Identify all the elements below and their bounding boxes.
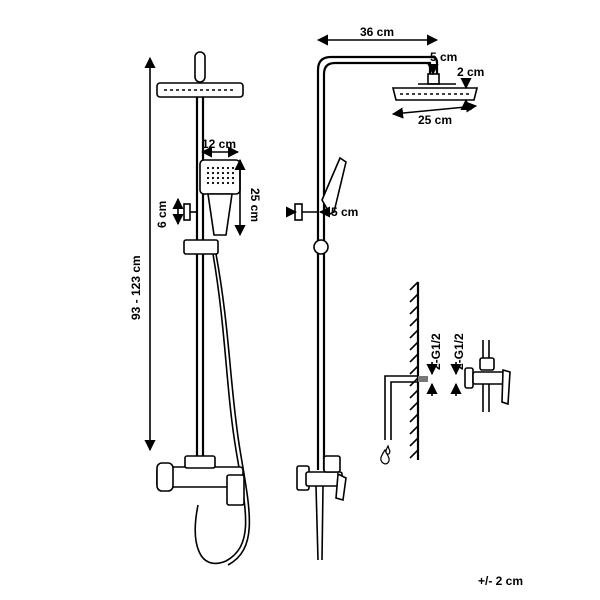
side-view: 36 cm 5 cm 2 cm 25 cm 5 cm [285,25,484,561]
connection-detail: 2-G1/2 2-G1/2 [380,281,511,465]
water-drop-small-icon [385,444,391,455]
head-width-label: 25 cm [418,113,452,127]
valve-offset-label: 5 cm [331,205,358,219]
detail-mixer-valve [464,340,511,412]
head-thickness-label: 2 cm [457,65,484,79]
side-hand-shower [321,156,347,216]
front-hose-inner [215,253,251,566]
water-drop-icon [380,448,390,465]
front-shower-head [156,82,244,98]
front-view: 93 - 123 cm 12 cm 25 cm [129,51,262,566]
inlet-left-label: 2-G1/2 [429,333,443,370]
side-holder-knob [294,203,318,221]
inlet-pipe-inner [390,381,418,440]
head-width-arrow [391,101,478,119]
handset-length-label: 25 cm [248,188,262,222]
holder-adjust-label: 6 cm [155,201,169,228]
inlet-right-label: 2-G1/2 [452,333,466,370]
side-riser-outer [316,55,439,470]
height-range-label: 93 - 123 cm [129,255,143,320]
side-mixer-valve [296,455,347,561]
side-riser-inner [322,61,432,470]
inlet-pipe-outer [384,375,418,440]
arm-length-label: 36 cm [360,25,394,39]
wall-hatching [409,281,419,459]
wall-fitting [418,376,428,382]
handset-width-label: 12 cm [202,137,236,151]
side-head-joint [427,73,440,85]
side-shower-head [391,83,479,101]
front-hand-shower [199,159,241,236]
head-joint-label: 5 cm [430,50,457,64]
front-holder-knob [183,203,196,221]
tolerance-label: +/- 2 cm [478,574,523,588]
front-slider-bracket [183,239,219,255]
side-slider-ball [313,239,329,255]
front-top-connector [194,51,206,83]
front-mixer-valve [156,455,245,506]
